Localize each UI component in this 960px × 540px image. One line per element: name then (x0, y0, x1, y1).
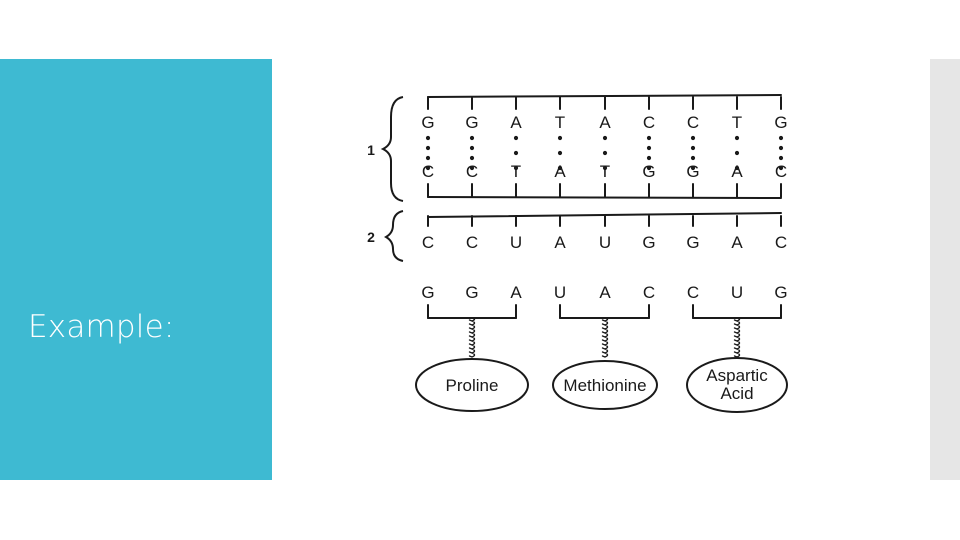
mrna-base: U (510, 233, 522, 252)
mrna-base: G (642, 233, 655, 252)
amino-acid-oval (415, 358, 529, 412)
hydrogen-bond-dot (425, 165, 431, 171)
title-panel: Example: (0, 59, 272, 480)
mrna-base: A (731, 233, 743, 252)
hydrogen-bond-dot (602, 150, 608, 156)
strand-label-dna: 1 (367, 142, 375, 158)
hydrogen-bond-dot (425, 135, 431, 141)
amino-acid-label: Proline (446, 376, 499, 395)
hydrogen-bond-dot (778, 165, 784, 171)
trna-linker (468, 317, 476, 358)
hydrogen-bond-dot (690, 165, 696, 171)
anticodon-base: G (774, 283, 787, 302)
trna-linker (601, 317, 609, 358)
dna-top-base: G (774, 113, 787, 132)
hydrogen-bond-dot (557, 150, 563, 156)
hydrogen-bond-dot (425, 145, 431, 151)
anticodon-base: G (465, 283, 478, 302)
hydrogen-bond-dot (513, 135, 519, 141)
dna-bottom-base: C (422, 162, 434, 181)
mrna-base: C (775, 233, 787, 252)
dna-bottom-base: T (600, 162, 610, 181)
amino-acid-oval (686, 357, 788, 413)
slide-label: Example: (28, 309, 175, 345)
mrna-base: C (466, 233, 478, 252)
anticodon-base: G (421, 283, 434, 302)
dna-bottom-base: C (466, 162, 478, 181)
dna-top-base: G (465, 113, 478, 132)
hydrogen-bond-dot (734, 135, 740, 141)
hydrogen-bond-dot (734, 165, 740, 171)
mrna-brace (383, 210, 404, 262)
dna-top-base: C (687, 113, 699, 132)
hydrogen-bond-dot (469, 145, 475, 151)
dna-brace (380, 96, 404, 202)
anticodon-base: C (643, 283, 655, 302)
trna-linker (733, 317, 741, 358)
dna-bottom-base: T (511, 162, 521, 181)
dna-top-base: A (510, 113, 522, 132)
hydrogen-bond-dot (690, 145, 696, 151)
anticodon-base: C (687, 283, 699, 302)
hydrogen-bond-dot (690, 155, 696, 161)
anticodon-base: A (599, 283, 611, 302)
hydrogen-bond-dot (734, 150, 740, 156)
hydrogen-bond-dot (646, 165, 652, 171)
strand-label-mrna: 2 (367, 229, 375, 245)
hydrogen-bond-dot (646, 145, 652, 151)
mrna-base: A (554, 233, 566, 252)
hydrogen-bond-dot (557, 135, 563, 141)
dna-top-base: T (555, 113, 565, 132)
mrna-backbone (427, 212, 782, 218)
dna-bottom-base: G (686, 162, 699, 181)
dna-top-base: C (643, 113, 655, 132)
amino-acid-label: Acid (720, 384, 753, 403)
hydrogen-bond-dot (646, 135, 652, 141)
hydrogen-bond-dot (513, 165, 519, 171)
hydrogen-bond-dot (646, 155, 652, 161)
hydrogen-bond-dot (690, 135, 696, 141)
dna-bottom-base: G (642, 162, 655, 181)
amino-acid-label: Aspartic (706, 366, 768, 385)
hydrogen-bond-dot (513, 150, 519, 156)
hydrogen-bond-dot (469, 155, 475, 161)
hydrogen-bond-dot (778, 145, 784, 151)
hydrogen-bond-dot (469, 135, 475, 141)
anticodon-base: A (510, 283, 522, 302)
amino-acid-oval (552, 360, 658, 410)
hydrogen-bond-dot (557, 165, 563, 171)
hydrogen-bond-dot (602, 165, 608, 171)
hydrogen-bond-dot (469, 165, 475, 171)
amino-acid-label: Methionine (563, 376, 646, 395)
hydrogen-bond-dot (778, 155, 784, 161)
hydrogen-bond-dot (778, 135, 784, 141)
mrna-base: G (686, 233, 699, 252)
mrna-base: C (422, 233, 434, 252)
side-bar (930, 59, 960, 480)
hydrogen-bond-dot (602, 135, 608, 141)
dna-bottom-base: C (775, 162, 787, 181)
anticodon-base: U (554, 283, 566, 302)
anticodon-base: U (731, 283, 743, 302)
dna-top-base: G (421, 113, 434, 132)
dna-bottom-base: A (554, 162, 566, 181)
mrna-base: U (599, 233, 611, 252)
dna-top-base: A (599, 113, 611, 132)
dna-top-backbone (427, 94, 782, 98)
dna-top-base: T (732, 113, 742, 132)
hydrogen-bond-dot (425, 155, 431, 161)
dna-bottom-base: A (731, 162, 743, 181)
